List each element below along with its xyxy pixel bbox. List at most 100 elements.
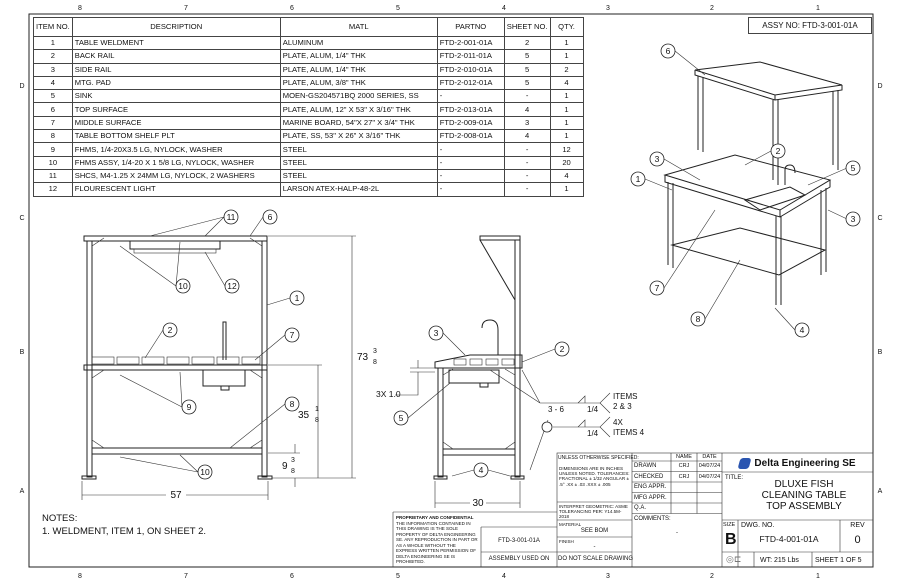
material-value: SEE BOM	[580, 528, 609, 534]
bom-cell-qty: 1	[549, 129, 584, 144]
bill-of-materials: ITEM NO. DESCRIPTION MATL PARTNO SHEET N…	[33, 17, 584, 197]
bom-cell-partno: FTD-2-013-01A	[436, 102, 505, 117]
approval-role: DRAWN	[634, 463, 657, 469]
interpret-geometric: INTERPRET GEOMETRIC: ASME TOLERANCING PE…	[559, 504, 628, 519]
bom-cell-material: PLATE, ALUM, 1/4" THK	[279, 49, 438, 64]
bom-cell-description: MTG. PAD	[71, 75, 281, 91]
balloon: 4	[473, 462, 489, 478]
projection-symbol-icon: ◎⊏	[726, 554, 742, 564]
notes-title: NOTES:	[42, 513, 78, 524]
bom-cell-item-no: 3	[33, 62, 73, 77]
bom-cell-qty: 1	[549, 182, 584, 197]
bom-cell-description: TABLE WELDMENT	[71, 35, 281, 51]
rev-value: 0	[854, 534, 861, 546]
dim-frac: 3	[291, 457, 295, 464]
title-line: CLEANING TABLE	[761, 490, 847, 501]
zone-label: 1	[816, 5, 820, 12]
side-view: 30 3X 1.0 3 - 6 1/4 ITEMS 2 & 3 1/4 4X I…	[376, 235, 645, 509]
svg-text:4: 4	[800, 325, 805, 335]
bom-cell-partno: -	[436, 168, 505, 184]
svg-text:10: 10	[200, 467, 210, 477]
zone-label: 7	[184, 573, 188, 580]
approval-role: ENG APPR.	[634, 484, 667, 490]
zone-label: 3	[606, 5, 610, 12]
dim-depth: 30	[472, 498, 484, 509]
balloon: 8	[284, 396, 300, 412]
proprietary-notice: PROPRIETARY AND CONFIDENTIAL THE INFORMA…	[396, 515, 478, 565]
bom-cell-partno: FTD-2-001-01A	[436, 35, 505, 51]
svg-text:8: 8	[696, 314, 701, 324]
zone-label: 6	[290, 573, 294, 580]
svg-text:8: 8	[290, 399, 295, 409]
balloon: 9	[181, 399, 197, 415]
bom-cell-sheet-no: 4	[503, 102, 551, 117]
bom-cell-sheet-no: -	[503, 168, 551, 184]
approval-role: MFG APPR.	[634, 494, 667, 501]
bom-cell-material: PLATE, ALUM, 3/8" THK	[279, 75, 438, 91]
bom-cell-partno: FTD-2-011-01A	[436, 49, 505, 64]
bom-cell-qty: 4	[549, 75, 584, 91]
zone-label: 7	[184, 5, 188, 12]
svg-text:10: 10	[178, 281, 188, 291]
svg-text:1: 1	[295, 293, 300, 303]
bom-cell-item-no: 11	[33, 168, 73, 184]
title-block-grid	[392, 452, 874, 568]
dim-gap: 3X 1.0	[376, 389, 401, 399]
weld-size: 1/4	[587, 429, 599, 438]
unless-specified: UNLESS OTHERWISE SPECIFIED:	[558, 455, 639, 461]
zone-label: C	[877, 215, 882, 222]
approval-date: 04/07/24	[698, 473, 721, 480]
bom-cell-qty: 1	[549, 115, 584, 131]
zone-label: 3	[606, 573, 610, 580]
bom-cell-partno: -	[436, 89, 505, 104]
bom-cell-description: SIDE RAIL	[71, 62, 281, 77]
weld-spec: 3 - 6	[548, 405, 565, 414]
title-line: TOP ASSEMBLY	[766, 501, 842, 512]
finish-value: -	[593, 544, 596, 550]
bom-cell-qty: 1	[549, 35, 584, 51]
bom-cell-material: ALUMINUM	[279, 35, 438, 51]
balloon: 11	[223, 209, 239, 225]
balloon: 1	[630, 171, 646, 187]
bom-cell-partno: FTD-2-009-01A	[436, 115, 505, 131]
bom-cell-item-no: 5	[33, 89, 73, 104]
zone-markers: 8 7 6 5 4 3 2 1 8 7 6 5 4 3 2 1 D C B A …	[19, 5, 882, 580]
sheet-size: B	[725, 531, 737, 548]
bom-cell-description: TABLE BOTTOM SHELF PLT	[71, 129, 281, 144]
approval-name: CRJ	[678, 463, 690, 469]
bom-cell-sheet-no: 3	[503, 115, 551, 131]
bom-cell-description: MIDDLE SURFACE	[71, 115, 281, 131]
bom-cell-description: FHMS ASSY, 1/4-20 X 1 5/8 LG, NYLOCK, WA…	[71, 155, 281, 170]
bom-cell-qty: 1	[549, 102, 584, 117]
svg-text:7: 7	[655, 283, 660, 293]
date-header: DATE	[702, 454, 717, 460]
name-header: NAME	[676, 454, 692, 460]
balloon: 10	[175, 278, 191, 294]
svg-text:6: 6	[268, 212, 273, 222]
balloon: 10	[197, 464, 213, 480]
title-label: TITLE:	[725, 475, 744, 481]
svg-text:5: 5	[851, 163, 856, 173]
zone-label: 4	[502, 573, 506, 580]
dim-frac: 1	[315, 406, 319, 413]
bom-cell-partno: FTD-2-010-01A	[436, 62, 505, 77]
bom-cell-sheet-no: 5	[503, 49, 551, 64]
bom-cell-item-no: 6	[33, 102, 73, 117]
col-partno: PARTNO	[436, 17, 505, 37]
bom-cell-material: STEEL	[279, 168, 438, 184]
svg-text:2: 2	[776, 146, 781, 156]
svg-text:9: 9	[187, 402, 192, 412]
approval-role: CHECKED	[634, 473, 664, 480]
balloon: 5	[845, 160, 861, 176]
bom-cell-item-no: 1	[33, 35, 73, 51]
svg-text:1: 1	[636, 174, 641, 184]
dim-width: 57	[170, 490, 182, 501]
bom-cell-sheet-no: -	[503, 142, 551, 157]
company-logo-icon	[737, 458, 752, 469]
